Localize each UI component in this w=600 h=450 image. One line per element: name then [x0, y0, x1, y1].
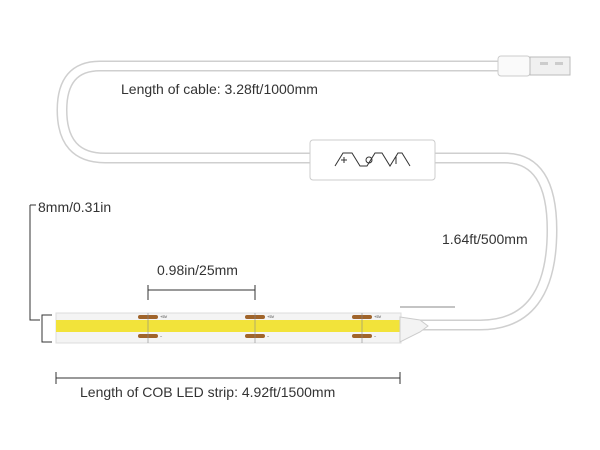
- controller-length-label: 1.64ft/500mm: [442, 231, 528, 247]
- width-label: 8mm/0.31in: [38, 199, 112, 215]
- cable: [56, 60, 558, 331]
- pad-label: +5V: [267, 314, 275, 319]
- pad-label: −: [267, 334, 270, 339]
- power-button-icon: [365, 156, 373, 164]
- usb-plug: [497, 55, 571, 77]
- pad-label: −: [374, 334, 377, 339]
- solder-pads: [138, 313, 372, 343]
- dimension-lines: [29, 204, 455, 384]
- pad-label: −: [160, 334, 163, 339]
- plus-button-icon: [341, 157, 347, 163]
- cable-length-label: Length of cable: 3.28ft/1000mm: [121, 81, 318, 97]
- pad-label: +5V: [374, 314, 382, 319]
- cut-interval-label: 0.98in/25mm: [157, 262, 238, 278]
- led-strip: [55, 312, 429, 344]
- controller: [309, 139, 436, 181]
- pad-label: +5V: [160, 314, 168, 319]
- strip-length-label: Length of COB LED strip: 4.92ft/1500mm: [80, 384, 336, 400]
